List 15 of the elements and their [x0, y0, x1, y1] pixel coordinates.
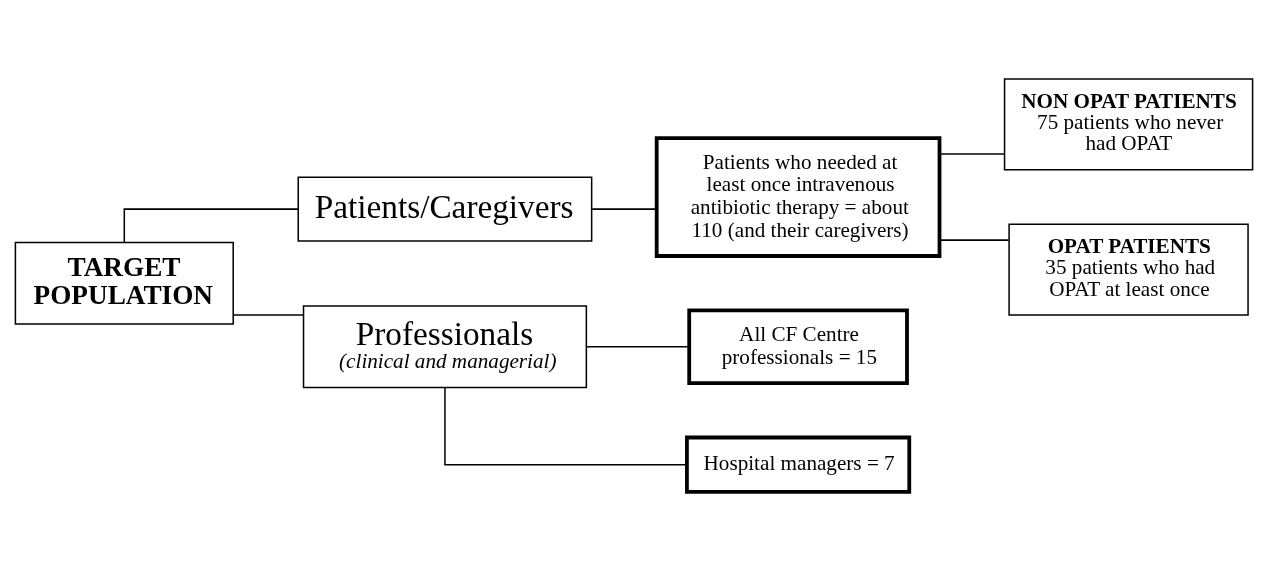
connector	[938, 239, 1010, 241]
connector	[444, 387, 688, 466]
connector	[938, 153, 1006, 155]
connector	[591, 208, 657, 210]
connector	[585, 346, 690, 348]
node-box: OPAT PATIENTS 35 patients who had OPAT at least once	[1008, 223, 1249, 316]
node-box: Professionals (clinical and managerial)	[302, 305, 588, 389]
node-box: All CF Centre professionals = 15	[687, 308, 909, 385]
node-box: Patients/Caregivers	[297, 176, 593, 242]
connector	[123, 208, 299, 244]
node-box: Patients who needed at least once intravenous antibiotic therapy = about 110 (and their caregivers)	[654, 136, 942, 258]
connector	[232, 314, 305, 316]
node-box: TARGET POPULATION	[14, 241, 234, 325]
node-box: Hospital managers = 7	[685, 435, 912, 494]
node-box: NON OPAT PATIENTS 75 patients who never had OPAT	[1003, 78, 1254, 171]
